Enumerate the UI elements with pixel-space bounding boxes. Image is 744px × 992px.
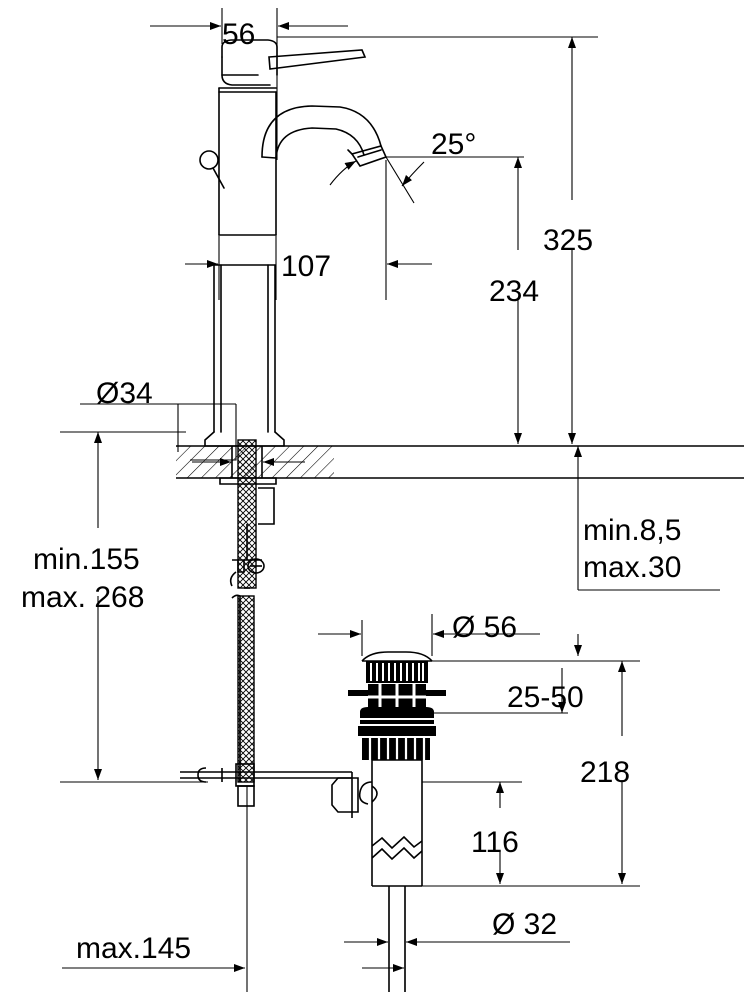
spout-nose-line — [357, 149, 382, 158]
break-lower — [371, 846, 423, 861]
arc-25deg-right — [401, 161, 425, 187]
dimension-label-shank-length-min: min.155 — [33, 543, 140, 576]
dimension-label-tailpiece-diameter: Ø 32 — [492, 908, 558, 941]
pivot-ball-arc — [371, 785, 378, 803]
pivot-housing — [358, 781, 373, 805]
waste-tab-right — [426, 690, 446, 696]
lift-rod-assembly — [180, 763, 352, 807]
ext-25deg-ray — [385, 156, 415, 204]
clip-screw-head — [247, 558, 265, 574]
clip-body — [237, 560, 245, 573]
index-ring-stem — [212, 167, 225, 189]
dimension-label-overall-height: 325 — [543, 224, 594, 257]
leader-d34-a — [80, 403, 179, 452]
spout-upper — [261, 105, 382, 158]
spout-nose — [350, 145, 388, 167]
break-upper — [371, 835, 423, 850]
locknut-knurl — [368, 738, 426, 760]
waste-washer-3 — [358, 726, 436, 736]
strainer-slots — [370, 663, 424, 681]
threaded-shank — [219, 439, 277, 589]
dimension-label-body-to-spout-tip: 107 — [281, 250, 332, 283]
clip-tail — [229, 571, 237, 587]
shank-washer — [219, 477, 277, 485]
waste-washer-1 — [360, 707, 434, 718]
waste-flange-top — [361, 651, 433, 662]
arc-25deg-left — [329, 160, 357, 186]
waste-washer-2 — [360, 720, 434, 724]
dimension-label-spout-reach-top: 56 — [222, 18, 256, 51]
dimension-label-waste-flange-diameter: Ø 56 — [452, 611, 518, 644]
leader-d34-c — [190, 404, 237, 461]
waste-tab-left — [348, 690, 368, 696]
spout-join — [261, 156, 277, 159]
hose-braid — [237, 595, 255, 783]
shank-nut — [258, 487, 275, 525]
dimension-label-aerator-angle: 25° — [431, 128, 477, 161]
faucet-outline — [199, 39, 388, 447]
index-ring — [199, 150, 219, 170]
pivot-nut — [331, 777, 359, 813]
spout-inner — [275, 127, 365, 159]
dimension-lines — [60, 8, 720, 992]
rod-eye-left — [197, 767, 207, 783]
dimension-label-shank-diameter: Ø34 — [96, 377, 153, 410]
dimension-label-tailpiece-height: 116 — [471, 826, 519, 859]
rod-clamp-lower — [237, 785, 255, 807]
dimension-label-spout-height: 234 — [489, 275, 540, 308]
handle-dome-lower — [221, 56, 271, 86]
dimension-label-waste-total-height: 218 — [580, 756, 631, 789]
dimension-label-deck-thickness-max: max.30 — [583, 551, 682, 584]
dimension-label-shank-length-max: max. 268 — [21, 581, 145, 614]
dimension-label-rod-reach-max: max.145 — [76, 932, 192, 965]
deck-section — [176, 445, 744, 479]
aerator-edge — [347, 149, 353, 155]
dimension-label-deck-thickness-min: min.8,5 — [583, 514, 682, 547]
dimension-label-waste-adjust-range: 25-50 — [507, 681, 584, 714]
faucet-lever — [268, 49, 367, 70]
